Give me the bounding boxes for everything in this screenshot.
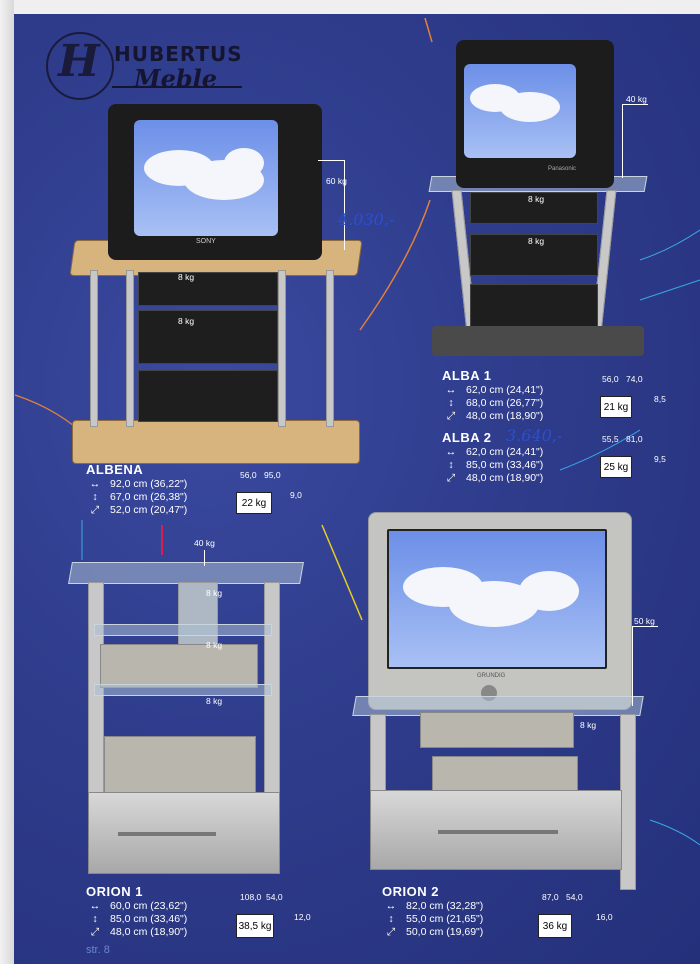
albena-top-load: 60 kg	[326, 176, 347, 186]
alba1-package: 56,0 74,0 21 kg 8,5	[600, 374, 670, 420]
arrow-vertical-icon: ↕	[388, 913, 394, 925]
orion1-shelf2-load: 8 kg	[206, 640, 223, 650]
arrow-diagonal-icon: ⤢	[446, 472, 456, 484]
alba-shelf1-load: 8 kg	[528, 194, 545, 204]
arrow-horizontal-icon: ↔	[385, 900, 397, 912]
alba-dvd	[470, 234, 598, 276]
orion2-package: 87,0 54,0 36 kg 16,0	[538, 892, 618, 942]
brand-logo: H HUBERTUS Meble	[46, 30, 246, 100]
logo-name: HUBERTUS	[114, 42, 243, 66]
alba1-dims: ↔62,0 cm (24,41") ↕68,0 cm (26,77") ⤢48,…	[445, 384, 544, 422]
arrow-vertical-icon: ↕	[92, 913, 98, 925]
orion1-dvd	[100, 644, 258, 688]
orion1-top-load: 40 kg	[194, 538, 215, 548]
arrow-diagonal-icon: ⤢	[446, 410, 456, 422]
orion2-post	[620, 714, 636, 890]
grundig-brand: GRUNDIG	[477, 673, 506, 679]
orion2-title: ORION 2	[382, 884, 439, 899]
orion1-title: ORION 1	[86, 884, 143, 899]
arrow-diagonal-icon: ⤢	[90, 504, 100, 516]
logo-subtitle: Meble	[134, 64, 218, 93]
alba2-title: ALBA 2	[442, 430, 492, 445]
alba-vcr	[470, 192, 598, 224]
arrow-horizontal-icon: ↔	[89, 478, 101, 490]
arrow-horizontal-icon: ↔	[89, 900, 101, 912]
orion2-tv: GRUNDIG	[368, 512, 632, 710]
alba2-dims: ↔62,0 cm (24,41") ↕85,0 cm (33,46") ⤢48,…	[445, 446, 544, 484]
arrow-vertical-icon: ↕	[448, 397, 454, 409]
albena-post	[326, 270, 334, 427]
albena-post	[90, 270, 98, 427]
orion1-receiver	[104, 736, 256, 794]
orion1-glass-shelf	[94, 684, 272, 696]
alba1-title: ALBA 1	[442, 368, 492, 383]
albena-tv: SONY	[108, 104, 322, 260]
orion2-tv-screen	[387, 529, 607, 669]
orion1-package: 108,0 54,0 38,5 kg 12,0	[236, 892, 316, 942]
page-binding-edge	[0, 0, 14, 964]
orion1-shelf1-load: 8 kg	[206, 588, 223, 598]
logo-letter: H	[58, 36, 100, 87]
page-number: str. 8	[86, 944, 110, 956]
orion1-top-glass	[68, 562, 304, 584]
alba-tv: Panasonic	[456, 40, 614, 188]
orion1-shelf3-load: 8 kg	[206, 696, 223, 706]
logo-circle	[46, 32, 114, 100]
alba-shelf2-load: 8 kg	[528, 236, 545, 246]
alba-top-load: 40 kg	[626, 94, 647, 104]
orion2-dvd	[420, 712, 574, 748]
albena-post	[278, 270, 286, 427]
arrow-vertical-icon: ↕	[448, 459, 454, 471]
arrow-vertical-icon: ↕	[92, 491, 98, 503]
albena-shelf2-load: 8 kg	[178, 316, 195, 326]
arrow-diagonal-icon: ⤢	[90, 926, 100, 938]
albena-post	[126, 270, 134, 427]
orion1-dims: ↔60,0 cm (23,62") ↕85,0 cm (33,46") ⤢48,…	[89, 900, 188, 938]
albena-receiver	[138, 370, 278, 422]
albena-handwritten-price: 4.030,-	[338, 210, 395, 229]
orion2-top-load: 50 kg	[634, 616, 655, 626]
alba-base	[432, 326, 644, 356]
albena-shelf1-load: 8 kg	[178, 272, 195, 282]
albena-dims: ↔92,0 cm (36,22") ↕67,0 cm (26,38") ⤢52,…	[89, 478, 188, 516]
sony-brand: SONY	[196, 238, 216, 245]
orion2-dims: ↔82,0 cm (32,28") ↕55,0 cm (21,65") ⤢50,…	[385, 900, 484, 938]
albena-package: 56,0 95,0 22 kg 9,0	[236, 470, 306, 516]
albena-vcr	[138, 272, 278, 306]
logo-underline	[112, 86, 242, 88]
albena-dvd	[138, 310, 278, 364]
albena-title: ALBENA	[86, 462, 144, 477]
alba-tv-screen	[464, 64, 576, 158]
panasonic-brand: Panasonic	[548, 166, 577, 172]
arrow-horizontal-icon: ↔	[445, 384, 457, 396]
alba2-handwritten-price: 3.640,-	[506, 426, 563, 445]
arrow-diagonal-icon: ⤢	[386, 926, 396, 938]
orion1-glass-shelf	[94, 624, 272, 636]
orion2-shelf1-load: 8 kg	[580, 720, 597, 730]
page-top-edge	[0, 0, 700, 14]
alba2-package: 55,5 81,0 25 kg 9,5	[600, 434, 670, 480]
albena-base	[72, 420, 360, 464]
albena-tv-screen	[134, 120, 278, 236]
arrow-horizontal-icon: ↔	[445, 446, 457, 458]
